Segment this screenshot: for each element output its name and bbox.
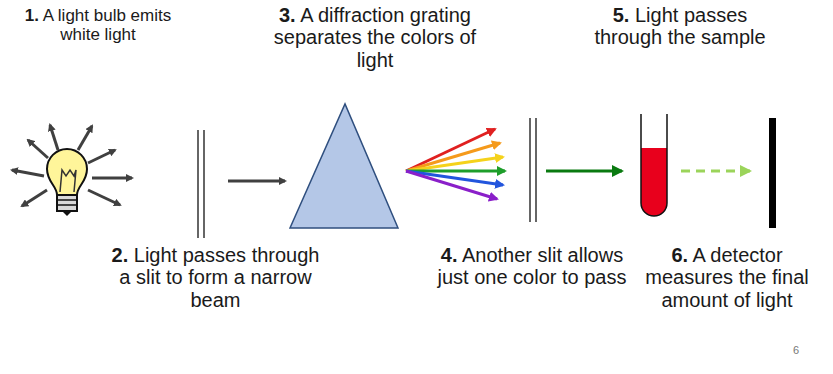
light-bulb: [47, 149, 87, 216]
light-rays: [12, 125, 132, 206]
transmitted-beam: [681, 170, 750, 173]
slit: [198, 130, 204, 238]
diffraction-grating: [290, 104, 398, 228]
detector: [769, 118, 776, 228]
spectrum-rays: [406, 129, 505, 199]
page-number: 6: [784, 344, 808, 356]
step-caption: 1. A light bulb emits white light: [18, 6, 178, 44]
step-caption: 6. A detector measures the final amount …: [632, 244, 822, 311]
step-caption: 2. Light passes through a slit to form a…: [108, 244, 323, 311]
sample-tube: [641, 114, 667, 216]
step-caption: 3. A diffraction grating separates the c…: [255, 4, 495, 71]
beam-arrow: [228, 180, 285, 183]
step-caption: 5. Light passes through the sample: [585, 4, 775, 49]
step-caption: 4. Another slit allows just one color to…: [432, 244, 632, 289]
slit: [530, 118, 536, 222]
single-color-beam: [546, 170, 622, 173]
